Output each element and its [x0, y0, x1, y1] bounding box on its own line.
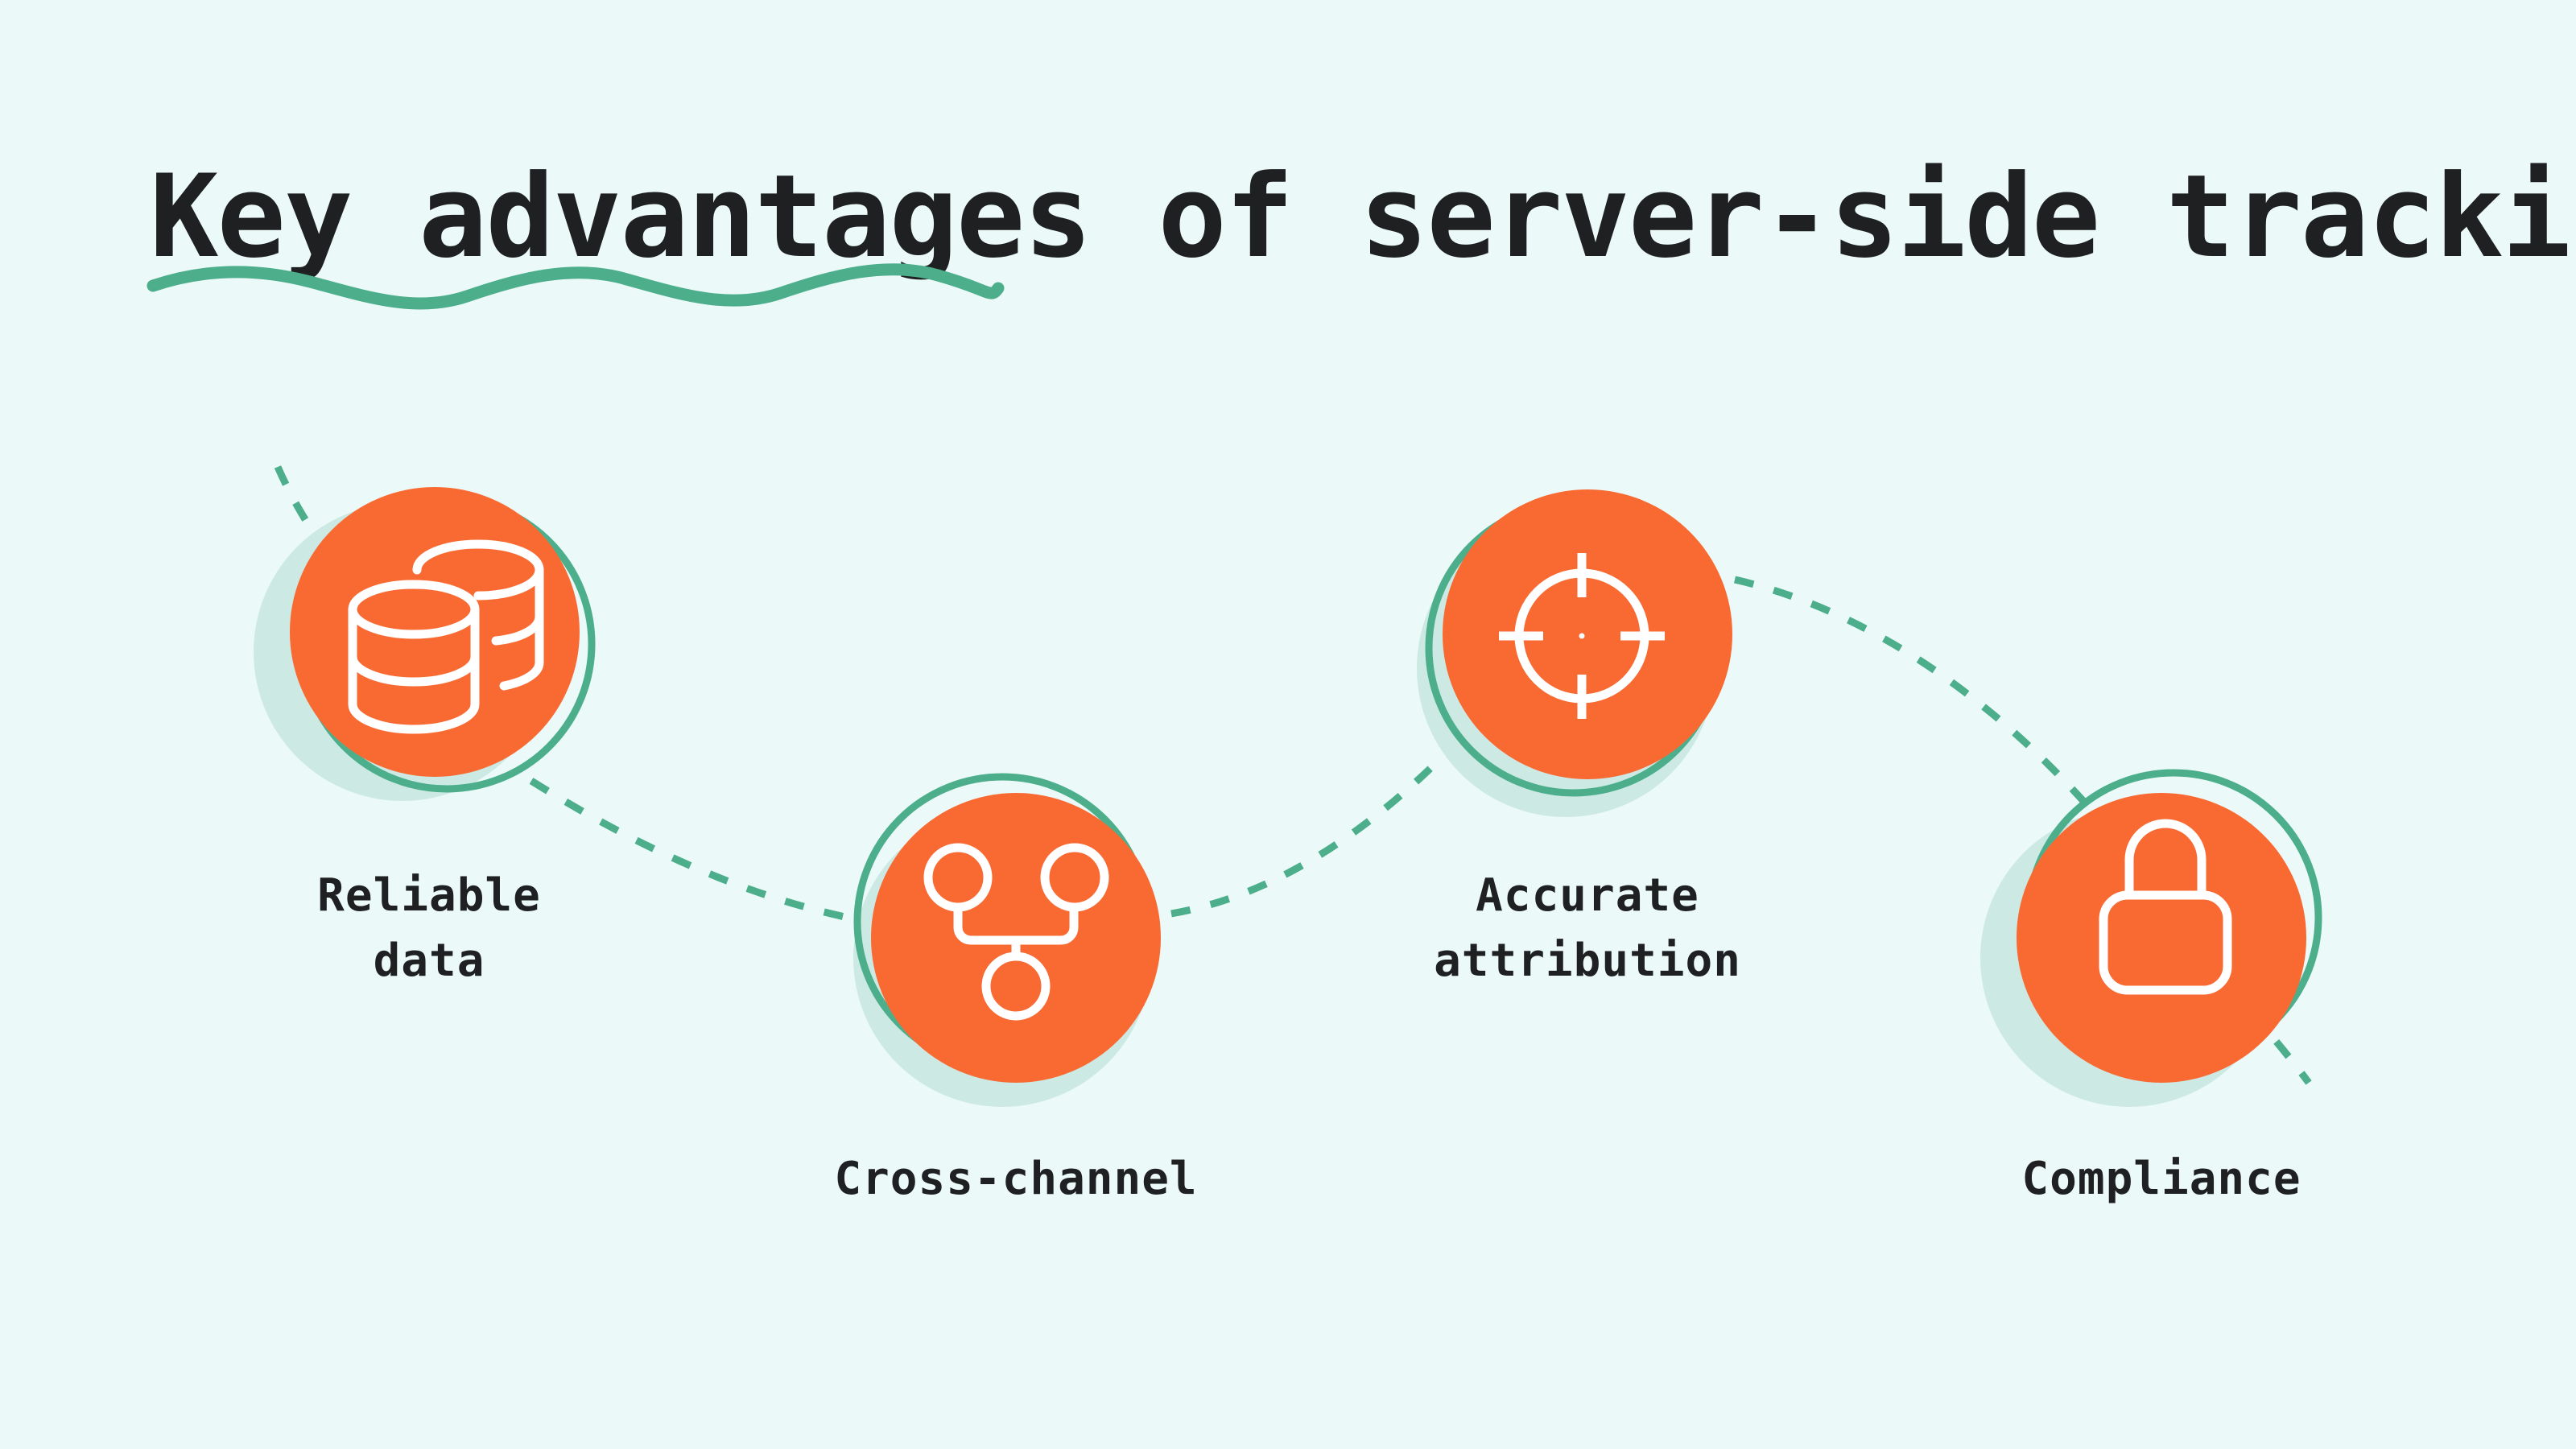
connector-segment-node2-to-node3 — [1170, 721, 1476, 918]
node-cross-channel[interactable]: Cross-channel — [834, 773, 1197, 1205]
node-compliance[interactable]: Compliance — [1980, 769, 2322, 1205]
page-title-group: Key advantages of server-side tracking — [147, 151, 2576, 310]
node-label-line1: Reliable — [317, 869, 541, 922]
node-accurate-attribution[interactable]: Accurate attribution — [1417, 489, 1741, 987]
padlock-icon — [2099, 819, 2232, 995]
node-orange-disc — [1443, 489, 1732, 779]
crosshair-target-icon — [1499, 553, 1665, 719]
node-label-line1: Cross-channel — [834, 1153, 1197, 1205]
node-network-icon — [923, 843, 1109, 1021]
node-label-line2: data — [374, 935, 485, 987]
node-reliable-data[interactable]: Reliable data — [254, 487, 596, 987]
connector-segment-node1-to-node2 — [529, 778, 894, 930]
node-label-line2: attribution — [1434, 935, 1741, 987]
node-orange-disc — [2017, 793, 2306, 1083]
node-label-line1: Accurate — [1476, 869, 1699, 922]
page-title: Key advantages of server-side tracking — [150, 151, 2576, 283]
connector-segment-node3-to-node4 — [1733, 576, 2104, 824]
title-wavy-underline — [147, 263, 1005, 310]
database-icon — [348, 539, 544, 734]
node-label-line1: Compliance — [2021, 1153, 2301, 1205]
